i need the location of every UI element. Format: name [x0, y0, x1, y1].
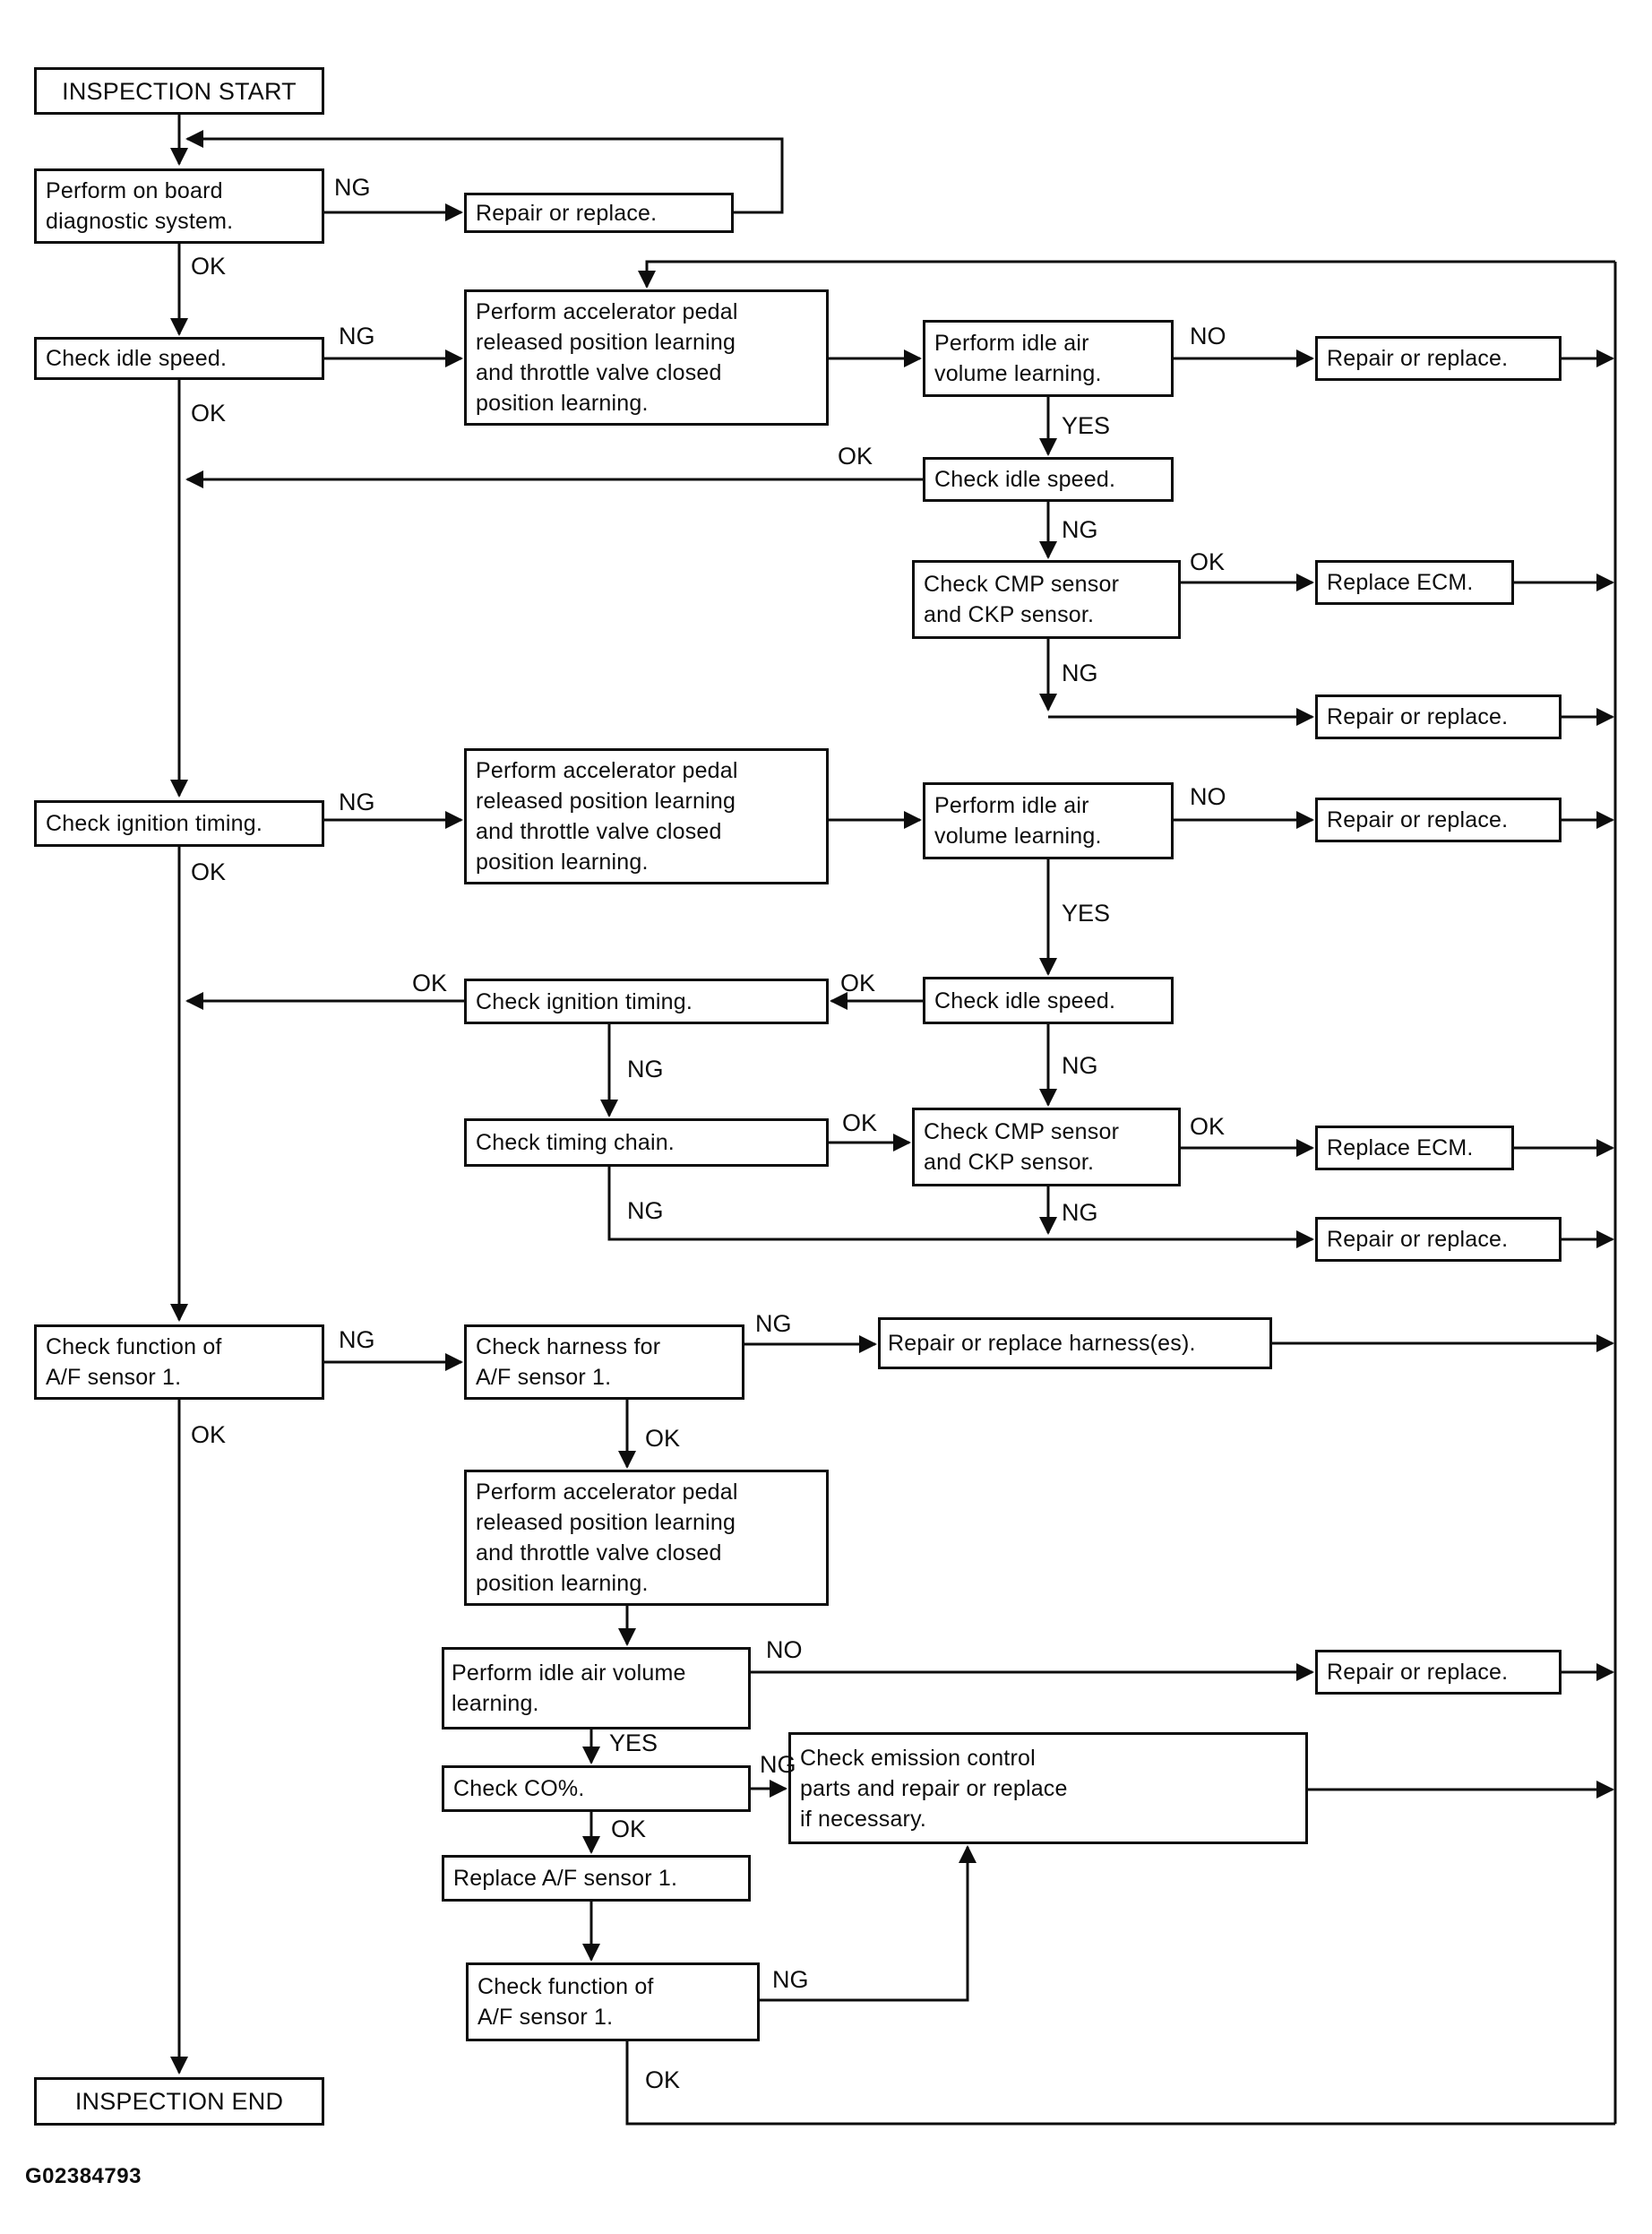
node-check-idle-speed-2: Check idle speed. — [923, 457, 1174, 502]
edge-label-ok: OK — [838, 443, 873, 470]
edge-label-ng: NG — [1062, 516, 1098, 543]
edge-rail-return — [638, 260, 1615, 289]
edge-label-ok: OK — [1190, 548, 1226, 575]
edge-label-ok: OK — [611, 1816, 647, 1842]
edge-label-ng: NG — [755, 1310, 792, 1337]
edge-label-ng: NG — [772, 1966, 809, 1993]
edge-label-ng: NG — [339, 323, 375, 349]
edge-label-ok: OK — [645, 2066, 681, 2093]
node-check-timing-chain: Check timing chain. — [464, 1118, 829, 1167]
node-repair-harness: Repair or replace harness(es). — [878, 1317, 1272, 1369]
node-replace-ecm-2: Replace ECM. — [1315, 1126, 1514, 1170]
edge-label-ok: OK — [191, 400, 227, 427]
edge-chain-ng — [607, 1167, 1314, 1248]
edge-label-ng: NG — [1062, 1199, 1098, 1226]
node-repair-or-replace-h: Repair or replace. — [1315, 1650, 1562, 1695]
edge-label-ng: NG — [627, 1197, 664, 1224]
node-check-idle-speed-3: Check idle speed. — [923, 977, 1174, 1024]
node-check-af-harness: Check harness for A/F sensor 1. — [464, 1324, 744, 1400]
node-idle-air-learning-2: Perform idle air volume learning. — [923, 782, 1174, 859]
node-inspection-end: INSPECTION END — [34, 2077, 324, 2126]
node-check-ignition-timing-1: Check ignition timing. — [34, 800, 324, 847]
edge-label-no: NO — [766, 1636, 803, 1663]
edge-repair-top-feedback — [185, 130, 784, 214]
edge-label-yes: YES — [1062, 900, 1111, 927]
node-idle-air-learning-1: Perform idle air volume learning. — [923, 320, 1174, 397]
node-inspection-start: INSPECTION START — [34, 67, 324, 115]
edge-af2-ok — [625, 2041, 1615, 2126]
edge-label-no: NO — [1190, 323, 1226, 349]
edge-label-ng: NG — [339, 789, 375, 815]
edge-label-ok: OK — [191, 858, 227, 885]
figure-id: G02384793 — [25, 2164, 142, 2188]
edge-label-ok: OK — [412, 970, 448, 996]
node-check-ignition-timing-2: Check ignition timing. — [464, 979, 829, 1024]
node-repair-or-replace-g: Repair or replace. — [1315, 1217, 1562, 1262]
edge-label-yes: YES — [609, 1729, 658, 1756]
node-check-co: Check CO%. — [442, 1765, 751, 1812]
node-replace-ecm-1: Replace ECM. — [1315, 560, 1514, 605]
edge-label-ng: NG — [339, 1326, 375, 1353]
edge-label-ok: OK — [840, 970, 876, 996]
node-idle-air-learning-3: Perform idle air volume learning. — [442, 1647, 751, 1729]
edge-label-ng: NG — [627, 1056, 664, 1082]
edge-label-ng: NG — [1062, 660, 1098, 686]
edge-label-ok: OK — [191, 1421, 227, 1448]
edge-label-ok: OK — [1190, 1113, 1226, 1140]
edge-af2-ng — [760, 1845, 977, 2002]
node-cmp-ckp-sensor-2: Check CMP sensor and CKP sensor. — [912, 1108, 1181, 1186]
edge-label-ok: OK — [645, 1425, 681, 1452]
edge-label-no: NO — [1190, 783, 1226, 810]
edge-label-ok: OK — [191, 253, 227, 280]
node-cmp-ckp-sensor-1: Check CMP sensor and CKP sensor. — [912, 560, 1181, 639]
node-emission-control: Check emission control parts and repair … — [788, 1732, 1308, 1844]
node-accel-pedal-learning-1: Perform accelerator pedal released posit… — [464, 289, 829, 426]
node-check-af-function-1: Check function of A/F sensor 1. — [34, 1324, 324, 1400]
node-check-idle-speed-1: Check idle speed. — [34, 337, 324, 380]
node-repair-or-replace-b: Repair or replace. — [1315, 336, 1562, 381]
edge-label-ng: NG — [760, 1751, 796, 1778]
edge-label-ng: NG — [1062, 1052, 1098, 1079]
node-repair-or-replace-d: Repair or replace. — [1315, 694, 1562, 739]
node-replace-af-sensor: Replace A/F sensor 1. — [442, 1855, 751, 1902]
node-accel-pedal-learning-3: Perform accelerator pedal released posit… — [464, 1470, 829, 1606]
edge-label-yes: YES — [1062, 412, 1111, 439]
node-repair-or-replace-e: Repair or replace. — [1315, 798, 1562, 842]
node-accel-pedal-learning-2: Perform accelerator pedal released posit… — [464, 748, 829, 884]
node-repair-or-replace-top: Repair or replace. — [464, 193, 734, 233]
node-onboard-diagnostic: Perform on board diagnostic system. — [34, 168, 324, 244]
edge-label-ok: OK — [842, 1109, 878, 1136]
edge-label-ng: NG — [334, 174, 371, 201]
node-check-af-function-2: Check function of A/F sensor 1. — [466, 1962, 760, 2041]
